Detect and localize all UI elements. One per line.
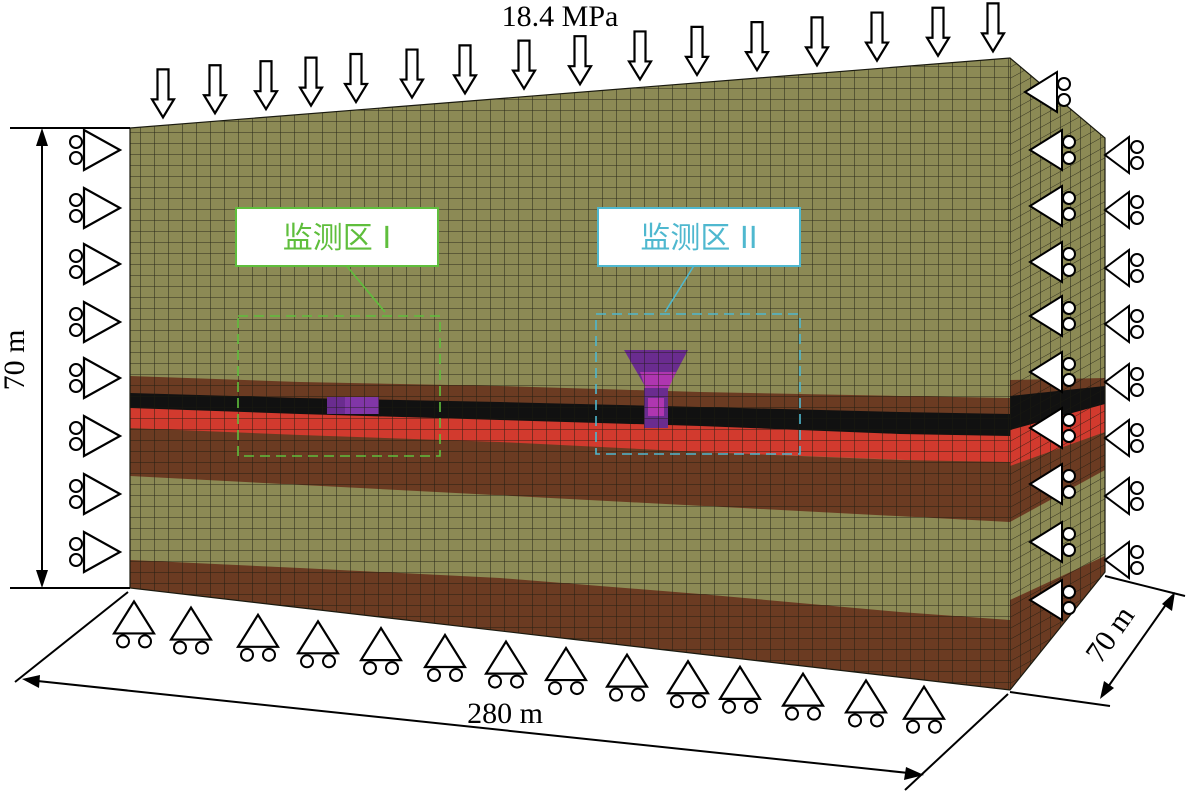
left-roller-support-icon [69,472,123,516]
monitoring-zone-2-box [595,313,801,455]
bottom-roller-support-icon [112,599,156,649]
load-arrow-icon [343,52,369,105]
right-roller-support-icon [1028,350,1076,394]
model-front-face [130,58,1010,690]
monitoring-zone-1-label-box [235,207,439,267]
bottom-roller-support-icon [666,659,710,709]
right-roller-support-icon [1103,476,1144,516]
left-roller-support-icon [69,530,123,574]
monitoring-zone-1-label: 监测区 I [283,221,391,256]
load-arrow-icon [567,35,593,87]
monitoring-zone-1-box [237,315,441,457]
bottom-roller-support-icon [605,652,649,702]
bottom-roller-support-icon [359,626,403,676]
right-roller-support-icon [1103,304,1144,344]
load-arrow-icon [744,21,770,73]
right-roller-support-icon [1028,294,1076,338]
load-arrow-icon [298,56,324,108]
load-label: 18.4 MPa [502,0,619,33]
monitoring-zone-1-leader [344,263,386,313]
left-roller-supports [69,128,123,574]
load-arrow-icon [925,6,951,58]
load-arrow-icon [399,48,425,100]
bottom-roller-support-icon [423,632,467,683]
right-roller-support-icon [1028,128,1076,172]
load-arrow-icon [627,30,653,82]
right-roller-support-icon [1028,520,1076,564]
right-roller-support-icon [1028,462,1076,506]
bottom-roller-support-icon [544,645,588,696]
monitoring-zone-2-leader [664,263,696,313]
length-label: 280 m [467,697,543,730]
left-roller-support-icon [69,300,123,344]
length-dimension: 280 m [14,591,1009,791]
monitoring-zone-1: 监测区 I [235,207,441,457]
bottom-roller-supports [112,599,946,734]
left-roller-support-icon [69,414,123,458]
right-roller-support-icon [1103,135,1144,175]
load-arrow-icon [804,16,830,68]
load-arrow-icon [150,68,176,120]
monitoring-zone-2-label-box [597,207,801,267]
right-roller-supports [1023,70,1144,622]
bottom-roller-support-icon [484,639,528,689]
bottom-roller-support-icon [169,605,213,655]
left-roller-support-icon [69,186,123,230]
bottom-roller-support-icon [236,612,280,662]
right-roller-support-icon [1028,406,1076,450]
left-roller-support-icon [69,356,123,400]
right-roller-support-icon [1028,578,1076,622]
right-roller-support-icon [1103,362,1144,402]
height-dimension: 70 m [0,127,130,589]
bottom-roller-support-icon [296,619,340,669]
right-roller-support-icon [1103,540,1144,580]
load-arrow-icon [511,39,537,91]
load-arrow-icon [452,44,478,96]
depth-label: 70 m [1079,600,1141,669]
load-arrow-icon [253,60,279,112]
left-roller-support-icon [69,242,123,286]
bottom-roller-support-icon [781,671,825,721]
monitoring-zone-2: 监测区 II [595,207,801,455]
left-roller-support-icon [69,128,123,172]
load-arrow-icon [864,11,890,63]
right-roller-support-icon [1023,70,1071,114]
height-label: 70 m [0,330,31,391]
bottom-roller-support-icon [844,678,888,728]
right-roller-support-icon [1028,184,1076,228]
right-roller-support-icon [1103,190,1144,230]
right-roller-support-icon [1103,248,1144,288]
right-roller-support-icon [1028,240,1076,284]
bottom-roller-support-icon [718,664,762,714]
load-arrow-icon [202,64,228,116]
bottom-roller-support-icon [902,684,946,734]
load-arrow-icon [980,2,1006,54]
monitoring-zone-2-label: 监测区 II [640,221,757,256]
load-arrow-icon [684,25,710,78]
load-arrows [150,2,1006,120]
right-roller-support-icon [1103,418,1144,458]
